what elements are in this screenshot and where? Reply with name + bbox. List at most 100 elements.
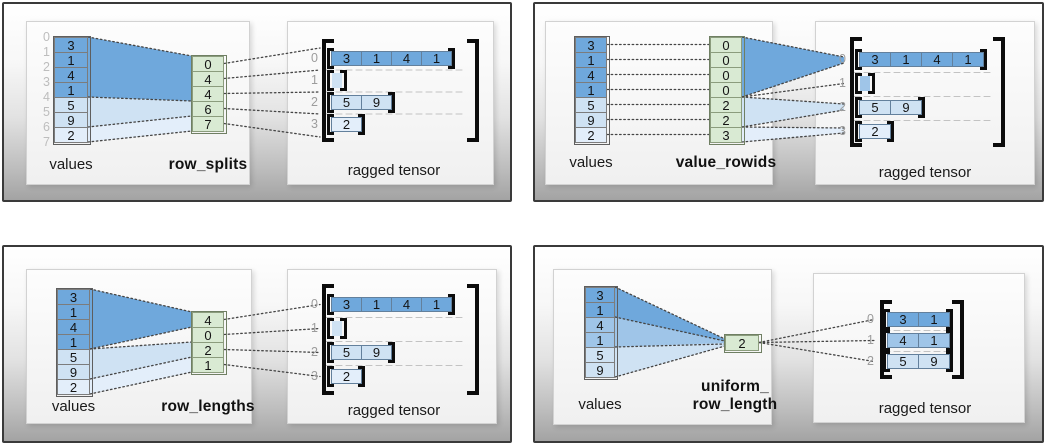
value-cell: 9 bbox=[575, 112, 607, 128]
value-cell: 1 bbox=[585, 302, 615, 318]
row-close-bracket bbox=[887, 121, 894, 142]
param-cell: 0 bbox=[710, 37, 742, 53]
value-cell: 3 bbox=[57, 289, 90, 305]
ragged-cell: 4 bbox=[391, 51, 422, 66]
param-cell: 0 bbox=[710, 52, 742, 68]
row-index-label: 1 bbox=[839, 75, 846, 90]
value-cell: 5 bbox=[585, 347, 615, 363]
row-close-bracket bbox=[946, 351, 953, 372]
value-index-label: 7 bbox=[43, 135, 50, 149]
row-open-bracket bbox=[855, 73, 862, 94]
row-close-bracket bbox=[358, 114, 365, 135]
value-index-label: 3 bbox=[43, 75, 50, 89]
param-cell: 4 bbox=[192, 312, 224, 328]
row-open-bracket bbox=[327, 366, 334, 387]
value-cell: 1 bbox=[575, 82, 607, 98]
row-close-bracket bbox=[340, 70, 347, 91]
row-open-bracket bbox=[327, 294, 334, 315]
ragged-cell: 9 bbox=[361, 95, 392, 110]
ragged-cell: 4 bbox=[391, 297, 422, 312]
value-cell: 3 bbox=[575, 37, 607, 53]
ragged-cell: 2 bbox=[859, 124, 891, 139]
row-open-bracket bbox=[327, 48, 334, 69]
param-column bbox=[191, 311, 227, 375]
row-index-label: 0 bbox=[839, 51, 846, 66]
row-open-bracket bbox=[883, 330, 890, 351]
row-close-bracket bbox=[868, 73, 875, 94]
ragged-cell: 9 bbox=[890, 100, 922, 115]
ragged-cell: 2 bbox=[331, 369, 362, 384]
row-open-bracket bbox=[327, 342, 334, 363]
param-label: uniform_ bbox=[701, 378, 769, 395]
tensor-close-bracket bbox=[467, 284, 479, 395]
value-cell: 5 bbox=[575, 97, 607, 113]
row-close-bracket bbox=[918, 97, 925, 118]
ragged-cell: 5 bbox=[887, 354, 919, 369]
row-open-bracket bbox=[883, 351, 890, 372]
row-index-label: 1 bbox=[311, 72, 318, 87]
ragged-cell: 1 bbox=[890, 52, 922, 67]
row-open-bracket bbox=[327, 92, 334, 113]
ragged-tensor-label: ragged tensor bbox=[347, 162, 441, 179]
ragged-tensor-label: ragged tensor bbox=[347, 402, 441, 419]
row-index-label: 2 bbox=[839, 99, 846, 114]
ragged-cell: 1 bbox=[421, 297, 452, 312]
row-index-label: 2 bbox=[867, 353, 874, 368]
param-cell: 0 bbox=[710, 82, 742, 98]
value-index-label: 1 bbox=[43, 45, 50, 59]
row-close-bracket bbox=[358, 366, 365, 387]
values-column bbox=[574, 36, 610, 145]
tensor-open-bracket bbox=[322, 39, 334, 142]
ragged-tensor-label: ragged tensor bbox=[878, 400, 972, 417]
row-index-label: 2 bbox=[311, 344, 318, 359]
value-cell: 4 bbox=[585, 317, 615, 333]
value-cell: 3 bbox=[54, 37, 88, 53]
param-cell: 2 bbox=[710, 97, 742, 113]
ragged-cell: 1 bbox=[361, 51, 392, 66]
row-open-bracket bbox=[327, 114, 334, 135]
row-index-label: 1 bbox=[311, 320, 318, 335]
value-cell: 1 bbox=[57, 334, 90, 350]
value-cell: 1 bbox=[575, 52, 607, 68]
param-column bbox=[709, 36, 745, 145]
value-cell: 1 bbox=[585, 332, 615, 348]
value-cell: 5 bbox=[57, 349, 90, 365]
value-index-label: 0 bbox=[43, 30, 50, 44]
param-cell: 0 bbox=[192, 56, 224, 72]
row-index-label: 0 bbox=[867, 311, 874, 326]
tensor-open-bracket bbox=[322, 284, 334, 395]
row-open-bracket bbox=[855, 121, 862, 142]
ragged-cell: 5 bbox=[331, 345, 362, 360]
row-index-label: 0 bbox=[311, 296, 318, 311]
tensor-open-bracket bbox=[850, 37, 862, 147]
row-close-bracket bbox=[388, 92, 395, 113]
param-label: row_lengths bbox=[161, 398, 255, 415]
param-label-line2: row_length bbox=[692, 396, 778, 413]
value-index-label: 6 bbox=[43, 120, 50, 134]
param-cell: 2 bbox=[725, 335, 759, 351]
values-column bbox=[53, 36, 91, 145]
values-label: values bbox=[569, 154, 613, 171]
value-cell: 2 bbox=[575, 127, 607, 143]
empty-row-fill bbox=[332, 73, 342, 88]
value-cell: 1 bbox=[54, 82, 88, 98]
values-label: values bbox=[578, 396, 622, 413]
value-cell: 9 bbox=[54, 112, 88, 128]
param-cell: 2 bbox=[192, 342, 224, 358]
row-index-label: 0 bbox=[311, 50, 318, 65]
value-cell: 1 bbox=[54, 52, 88, 68]
row-open-bracket bbox=[855, 97, 862, 118]
value-index-label: 4 bbox=[43, 90, 50, 104]
value-cell: 4 bbox=[575, 67, 607, 83]
param-column bbox=[191, 55, 227, 134]
row-open-bracket bbox=[883, 309, 890, 330]
param-label: value_rowids bbox=[675, 154, 777, 171]
param-cell: 4 bbox=[192, 71, 224, 87]
ragged-cell: 2 bbox=[331, 117, 362, 132]
row-index-label: 1 bbox=[867, 332, 874, 347]
row-index-label: 3 bbox=[311, 368, 318, 383]
param-cell: 6 bbox=[192, 101, 224, 117]
value-cell: 2 bbox=[57, 379, 90, 395]
row-index-label: 3 bbox=[311, 116, 318, 131]
